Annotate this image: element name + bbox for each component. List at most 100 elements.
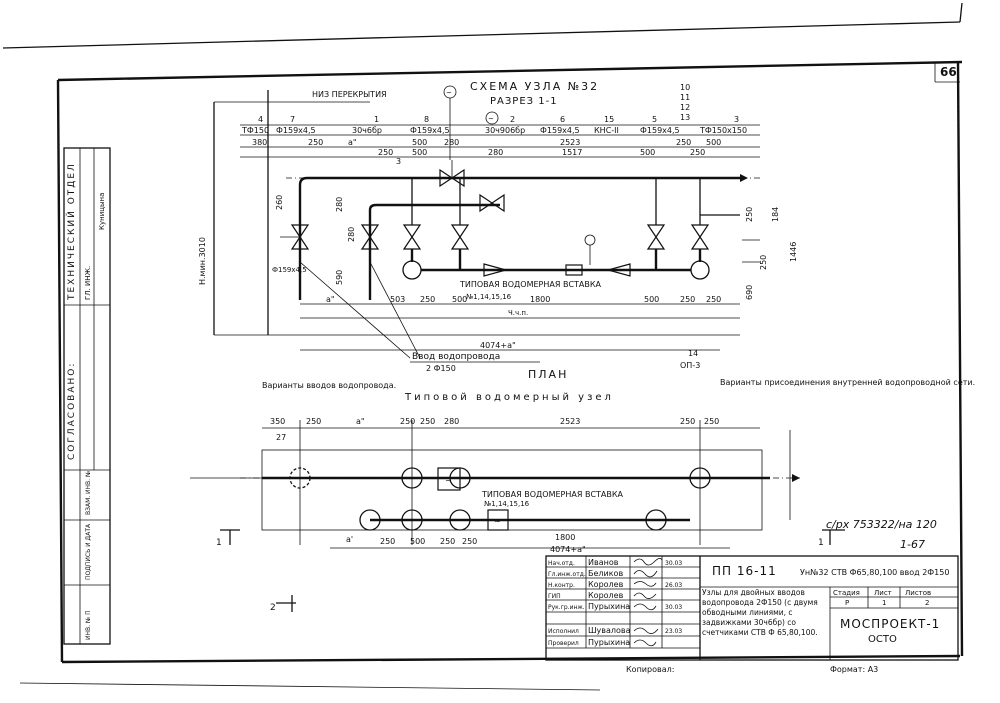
callout-7: 7 — [290, 115, 295, 124]
callout-15: 15 — [604, 115, 614, 124]
bdim-250b: 250 — [680, 295, 695, 304]
stage-v-0: Р — [845, 599, 849, 607]
staff-name-4: Пурыхина — [588, 602, 630, 611]
gate-valve-v4 — [450, 224, 470, 250]
section-view: СХЕМА УЗЛА №32 РАЗРЕЗ 1-1 НИЗ ПЕРЕКРЫТИЯ… — [198, 80, 798, 373]
stamp-row-2: Куницына — [98, 193, 106, 230]
pbdim-250a: 250 — [380, 537, 395, 546]
section-meter-insert: ТИПОВАЯ ВОДОМЕРНАЯ ВСТАВКА — [459, 280, 602, 289]
spec-tf150x150: ТФ150х150 — [699, 126, 747, 135]
title-block: Нач.отд. Иванов 30.03 Гл.инж.отд. Белико… — [545, 555, 959, 674]
bdim-250a: 250 — [420, 295, 435, 304]
svg-text:2: 2 — [270, 603, 276, 613]
staff-name-6: Шувалова — [588, 626, 631, 635]
spec-pipe-2: Ф159х4,5 — [410, 126, 450, 135]
section-right-dims: 250 184 250 1446 690 — [745, 207, 798, 300]
staff-date-4: 30.03 — [665, 604, 682, 611]
gate-valve-upper-2 — [479, 193, 505, 213]
bdim-250c: 250 — [706, 295, 721, 304]
gauge-icon-1: ~ — [443, 85, 457, 160]
pdim-2523: 2523 — [560, 417, 580, 426]
spec-valve-2: 30ч906бр — [485, 126, 525, 135]
callout-11: 11 — [680, 93, 690, 102]
dim-500d: 500 — [706, 138, 721, 147]
mark-2: 2 — [270, 595, 296, 613]
bdim-1800: 1800 — [530, 295, 550, 304]
ldim-590: 590 — [335, 270, 344, 285]
stamp-agreed: СОГЛАСОВАНО: — [67, 362, 77, 460]
meter-insert-symbol — [483, 234, 631, 277]
section-water-level: Ч.ч.п. — [508, 309, 528, 317]
inlet-spec: 2 Ф150 — [426, 364, 456, 373]
svg-text:~: ~ — [445, 476, 452, 485]
plan-meter-numbers: №1,14,15,16 — [484, 500, 530, 508]
pdim-250c: 250 — [420, 417, 435, 426]
callout-5: 5 — [652, 115, 657, 124]
gate-valve-v1 — [280, 224, 310, 250]
dim-1517: 1517 — [562, 148, 582, 157]
staff-role-0: Нач.отд. — [548, 560, 575, 567]
inlet-label: Ввод водопровода — [412, 352, 500, 362]
staff-role-1: Гл.инж.отд. — [548, 571, 586, 578]
format-label: Формат: А3 — [830, 665, 878, 674]
floor-level: Н.мин.3010 — [198, 237, 207, 285]
copied-label: Копировал: — [626, 665, 674, 674]
stage-table: Стадия Лист Листов Р 1 2 — [833, 589, 931, 607]
bdim-total: 4074+а" — [480, 341, 516, 350]
staff-date-0: 30.03 — [665, 560, 682, 567]
staff-role-3: ГИП — [548, 593, 561, 600]
svg-text:1: 1 — [216, 538, 222, 548]
section-left-dims: 260 280 280 590 — [275, 195, 356, 285]
callout-4: 4 — [258, 115, 263, 124]
rdim-690: 690 — [745, 285, 754, 300]
dim-500b: 500 — [412, 148, 427, 157]
stamp-cell-2: ПОДПИСЬ И ДАТА — [85, 523, 92, 580]
section-top-dims: 380 250 а" 250 500 280 500 280 2523 1517… — [252, 138, 721, 166]
plan-bottom-dims: а' 250 500 250 250 1800 4074+а" — [346, 533, 586, 554]
staff-name-2: Королев — [588, 580, 624, 589]
callout-8: 8 — [424, 115, 429, 124]
pbdim-250c: 250 — [462, 537, 477, 546]
ldim-260: 260 — [275, 195, 284, 210]
callout-14: 14 — [688, 349, 698, 358]
dim-500c: 500 — [640, 148, 655, 157]
callout-6: 6 — [560, 115, 565, 124]
pdim-250b: 250 — [400, 417, 415, 426]
section-label: РАЗРЕЗ 1-1 — [490, 96, 558, 107]
typical-node: Типовой водомерный узел — [404, 392, 614, 403]
stage-v-2: 2 — [925, 599, 929, 607]
staff-name-1: Беликов — [588, 569, 623, 578]
staff-date-6: 23.03 — [665, 628, 682, 635]
dim-250c: 250 — [676, 138, 691, 147]
org-sub: ОСТО — [868, 634, 897, 645]
callout-10: 10 — [680, 83, 690, 92]
spec-kns: КНС-II — [594, 126, 619, 135]
callout-13: 13 — [680, 113, 690, 122]
gate-valve-v5 — [646, 224, 666, 250]
plan-label: ПЛАН — [528, 368, 568, 381]
spec-pipe-1: Ф159х4,5 — [276, 126, 316, 135]
node-title: Ун№32 СТВ Ф65,80,100 ввод 2Ф150 — [800, 568, 949, 577]
dim-250d: 250 — [690, 148, 705, 157]
staff-rows: Нач.отд. Иванов 30.03 Гл.инж.отд. Белико… — [548, 558, 682, 647]
pbdim-total: 4074+а" — [550, 545, 586, 554]
pdim-a: а" — [356, 417, 365, 426]
staff-role-4: Рук.гр.инж. — [548, 604, 585, 611]
description-wrap: Узлы для двойных вводов водопровода 2Ф15… — [702, 588, 818, 637]
spec-valve-1: 30ч6бр — [352, 126, 382, 135]
scheme-title: СХЕМА УЗЛА №32 — [470, 80, 599, 93]
dim-a2: а" — [348, 138, 357, 147]
dim-380: 380 — [252, 138, 267, 147]
stage-h-1: Лист — [874, 589, 892, 597]
bdim-500a: 500 — [452, 295, 467, 304]
bdim-503: 503 — [390, 295, 405, 304]
dim-2523: 2523 — [560, 138, 580, 147]
doc-code: ПП 16-11 — [712, 564, 777, 578]
pdim-350: 350 — [270, 417, 285, 426]
dim-280a: 280 — [444, 138, 459, 147]
staff-role-6: Исполнил — [548, 628, 579, 635]
spec-pipe-4: Ф159х4,5 — [640, 126, 680, 135]
section-left-spec: Ф159х4,5 — [272, 266, 307, 274]
section-mark-right: 1 — [818, 529, 845, 548]
dim-250b: 250 — [378, 148, 393, 157]
